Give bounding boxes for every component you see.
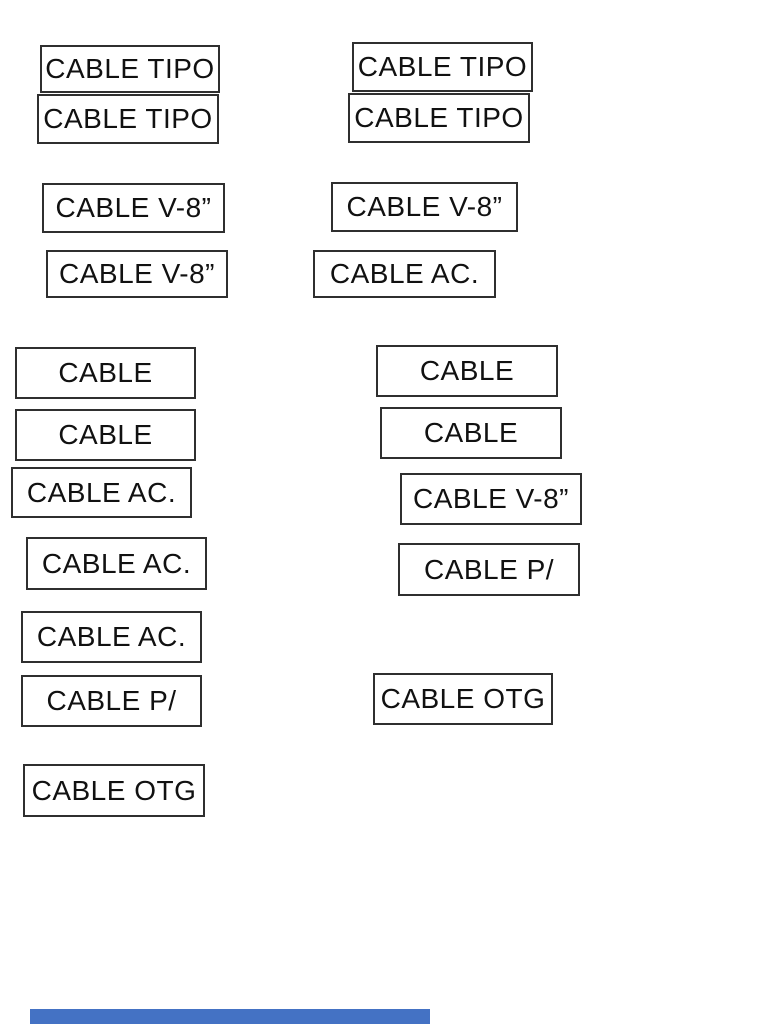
label-box: CABLE OTG xyxy=(373,673,553,725)
label-box: CABLE TIPO xyxy=(348,93,530,143)
label-box: CABLE xyxy=(376,345,558,397)
label-box: CABLE TIPO xyxy=(40,45,220,93)
label-box: CABLE V-8” xyxy=(46,250,228,298)
label-box: CABLE V-8” xyxy=(42,183,225,233)
label-box: CABLE xyxy=(15,347,196,399)
label-box: CABLE AC. xyxy=(11,467,192,518)
label-box: CABLE AC. xyxy=(313,250,496,298)
label-box: CABLE V-8” xyxy=(331,182,518,232)
label-box: CABLE TIPO xyxy=(37,94,219,144)
label-box: CABLE V-8” xyxy=(400,473,582,525)
label-box: CABLE xyxy=(380,407,562,459)
blue-accent-bar xyxy=(30,1009,430,1024)
label-box: CABLE OTG xyxy=(23,764,205,817)
label-box: CABLE AC. xyxy=(21,611,202,663)
label-box: CABLE AC. xyxy=(26,537,207,590)
label-box: CABLE P/ xyxy=(21,675,202,727)
label-box: CABLE xyxy=(15,409,196,461)
label-box: CABLE P/ xyxy=(398,543,580,596)
label-box: CABLE TIPO xyxy=(352,42,533,92)
